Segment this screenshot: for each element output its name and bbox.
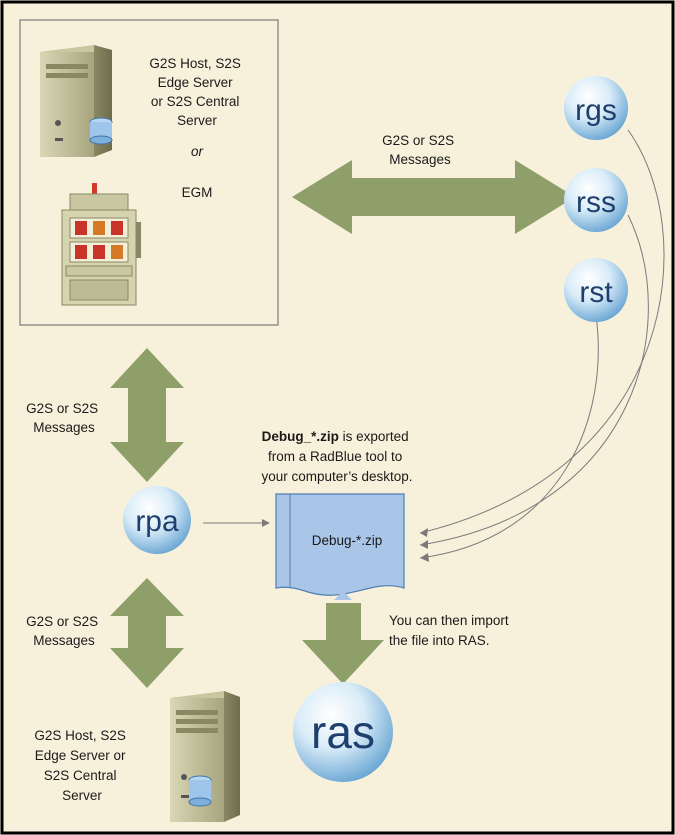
zip-file-icon: Debug-*.zip: [275, 493, 405, 596]
rgs-export-line: [419, 129, 665, 534]
zip-file-label: Debug-*.zip: [312, 533, 383, 548]
arrowhead-icon: [420, 540, 428, 549]
arrowhead-icon: [262, 519, 270, 527]
rgs-label: rgs: [575, 94, 617, 127]
rss-label: rss: [576, 186, 616, 219]
server-label-top: G2S Host, S2S Edge Server or S2S Central…: [149, 56, 244, 128]
server-label-line: S2S Central: [44, 768, 117, 783]
message-label-line: Messages: [389, 152, 451, 167]
arrowhead-icon: [420, 553, 429, 562]
server-label-line: G2S Host, S2S: [34, 728, 126, 743]
message-label-line: G2S or S2S: [26, 614, 98, 629]
ras-tool-icon: ras: [293, 682, 393, 782]
rss-tool-icon: rss: [564, 168, 628, 232]
rst-tool-icon: rst: [564, 258, 628, 322]
export-note: Debug_*.zip is exported from a RadBlue t…: [261, 429, 412, 484]
top-message-arrow: [292, 160, 575, 234]
rss-export-line: [419, 214, 649, 546]
or-label: or: [191, 144, 204, 159]
egm-label: EGM: [182, 185, 213, 200]
message-label-line: G2S or S2S: [382, 133, 454, 148]
server-label-line: Server: [62, 788, 102, 803]
top-device-box: [19, 19, 279, 326]
left-upper-message-label: G2S or S2S Messages: [26, 401, 102, 435]
message-label-line: G2S or S2S: [26, 401, 98, 416]
import-arrow: [302, 591, 384, 684]
rst-export-line: [419, 314, 599, 559]
ras-label: ras: [311, 706, 375, 758]
server-icon-top: [40, 45, 113, 157]
message-label-line: Messages: [33, 633, 95, 648]
export-note-filename: Debug_*.zip: [262, 429, 339, 444]
server-label-line: Edge Server: [158, 75, 234, 90]
export-note-text: is exported: [339, 429, 409, 444]
top-message-label: G2S or S2S Messages: [382, 133, 458, 167]
server-label-line: Edge Server or: [35, 748, 126, 763]
server-label-line: or S2S Central: [151, 94, 240, 109]
rpa-tool-icon: rpa: [123, 486, 191, 554]
server-label-line: Server: [177, 113, 217, 128]
import-note-line: You can then import: [389, 613, 509, 628]
import-note-line: the file into RAS.: [389, 633, 490, 648]
server-icon-bottom: [170, 691, 240, 822]
rst-label: rst: [579, 276, 613, 309]
left-lower-message-label: G2S or S2S Messages: [26, 614, 102, 648]
rpa-label: rpa: [135, 505, 179, 538]
export-note-line: your computer’s desktop.: [261, 469, 412, 484]
slot-machine-icon: [61, 183, 141, 306]
left-upper-message-arrow: [110, 348, 184, 482]
arrowhead-icon: [420, 528, 428, 537]
rgs-tool-icon: rgs: [564, 76, 628, 140]
export-note-line: from a RadBlue tool to: [268, 449, 402, 464]
import-note: You can then import the file into RAS.: [389, 613, 512, 648]
message-label-line: Messages: [33, 420, 95, 435]
left-lower-message-arrow: [110, 578, 184, 688]
server-label-bottom: G2S Host, S2S Edge Server or S2S Central…: [34, 728, 129, 803]
server-label-line: G2S Host, S2S: [149, 56, 241, 71]
